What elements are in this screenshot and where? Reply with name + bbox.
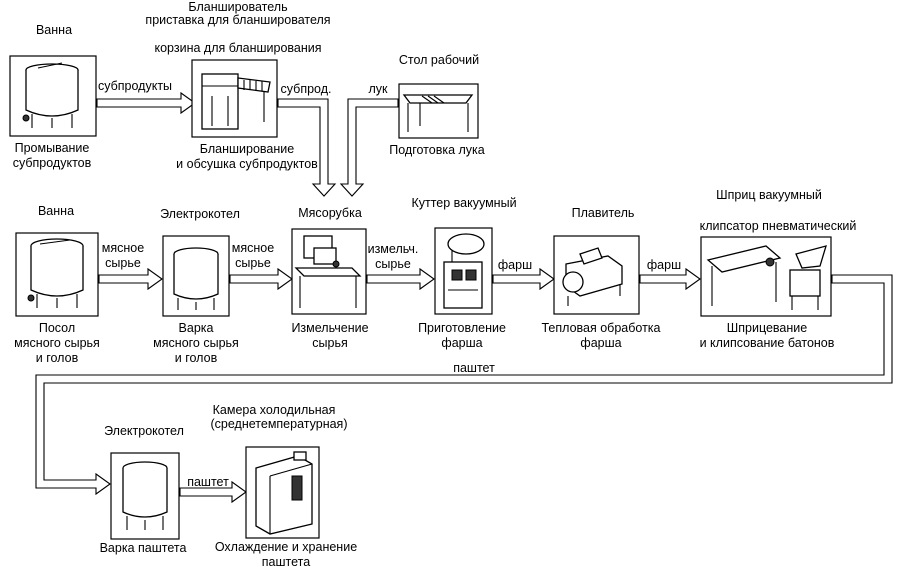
process-text: мясного сырья xyxy=(14,336,100,350)
process-onion-prep: Подготовка лука xyxy=(389,143,485,158)
meat-grinder-icon xyxy=(294,235,362,308)
vacuum-stuffer-icon xyxy=(706,245,827,310)
flow-label-luk: лук xyxy=(368,82,388,96)
arrow-myasnoe-2 xyxy=(229,267,293,291)
process-text: Варка xyxy=(178,321,214,335)
cutter-node xyxy=(434,227,493,315)
kettle-icon xyxy=(122,461,168,530)
flow-label-myasnoe-2: мясное сырье xyxy=(232,241,274,271)
process-text: и голов xyxy=(174,351,218,365)
process-text: фарша xyxy=(441,336,483,350)
work-table-node xyxy=(398,83,479,139)
label-bath-washing: Ванна xyxy=(35,23,73,37)
label-stuffer: Шприц вакуумный xyxy=(716,188,822,202)
flow-text: мясное xyxy=(231,241,275,255)
label-cold-chamber-type: (среднетемпературная) xyxy=(210,417,348,431)
flow-text: сырье xyxy=(105,256,141,270)
arrow-subprod xyxy=(277,98,337,197)
process-text: Варка паштета xyxy=(99,541,187,555)
process-text: фарша xyxy=(580,336,622,350)
process-text: Посол xyxy=(38,321,76,335)
process-heat-treatment: Тепловая обработка фарша xyxy=(541,321,660,351)
process-text: Приготовление xyxy=(418,321,506,335)
process-stuffing: Шприцевание и клипсование батонов xyxy=(700,321,835,351)
bath-icon xyxy=(22,62,79,128)
stuffer-node xyxy=(700,236,832,317)
process-text: и клипсование батонов xyxy=(699,336,835,350)
process-text: Бланширование xyxy=(199,142,295,156)
melter-icon xyxy=(562,247,623,306)
label-work-table: Стол рабочий xyxy=(398,53,480,67)
label-cutter: Куттер вакуумный xyxy=(411,196,517,210)
flow-label-farsh-2: фарш xyxy=(646,258,682,272)
label-meat-grinder: Мясорубка xyxy=(298,206,362,220)
arrow-luk xyxy=(339,98,399,197)
process-boiling: Варка мясного сырья и голов xyxy=(153,321,239,366)
process-blanching: Бланширование и обсушка субпродуктов xyxy=(176,142,318,172)
melter-node xyxy=(553,235,640,315)
process-washing: Промывание субпродуктов xyxy=(13,141,92,171)
meat-grinder-node xyxy=(291,228,367,315)
flow-label-pashtet-short: паштет xyxy=(187,475,229,489)
flow-text: мясное xyxy=(101,241,145,255)
process-text: и обсушка субпродуктов xyxy=(176,157,318,171)
flow-text: сырье xyxy=(235,256,271,270)
label-melter: Плавитель xyxy=(571,206,635,220)
arrow-pashtet-return xyxy=(35,274,893,496)
process-text: Подготовка лука xyxy=(389,143,485,157)
process-salting: Посол мясного сырья и голов xyxy=(14,321,100,366)
process-text: паштета xyxy=(261,555,311,567)
arrow-myasnoe-1 xyxy=(98,267,163,291)
arrow-pashtet-short xyxy=(179,480,247,504)
bath-salting-node xyxy=(15,232,99,317)
process-grinding: Измельчение сырья xyxy=(291,321,368,351)
process-text: и голов xyxy=(35,351,79,365)
process-mince-prep: Приготовление фарша xyxy=(418,321,506,351)
label-blancher-attachment: приставка для бланширователя xyxy=(145,13,331,27)
arrow-farsh-1 xyxy=(492,267,555,291)
arrow-farsh-2 xyxy=(639,267,701,291)
flow-label-izmelch: измельч. сырье xyxy=(368,242,419,272)
process-text: Промывание xyxy=(14,141,90,155)
kettle-icon xyxy=(173,247,219,310)
flow-text: сырье xyxy=(375,257,411,271)
process-text: сырья xyxy=(312,336,348,350)
process-text: Тепловая обработка xyxy=(541,321,661,335)
process-cooling-storage: Охлаждение и хранение паштета xyxy=(215,540,357,567)
arrow-izmelch xyxy=(366,267,435,291)
refrigerator-icon xyxy=(255,451,313,535)
blancher-icon xyxy=(201,73,271,130)
kettle-1-node xyxy=(162,235,230,317)
label-clipper: клипсатор пневматический xyxy=(699,219,857,233)
label-kettle-2: Электрокотел xyxy=(104,424,184,438)
flow-label-subprod: субпрод. xyxy=(280,82,332,96)
arrow-subprodukty xyxy=(96,91,196,115)
blancher-node xyxy=(191,59,278,138)
process-text: Шприцевание xyxy=(726,321,808,335)
flow-label-pashtet-return: паштет xyxy=(453,361,495,375)
kettle-2-node xyxy=(110,452,180,540)
flow-label-myasnoe-1: мясное сырье xyxy=(102,241,144,271)
process-text: Измельчение xyxy=(291,321,369,335)
label-blancher: Бланширователь xyxy=(188,0,288,14)
cold-chamber-node xyxy=(245,446,320,539)
flow-label-farsh-1: фарш xyxy=(497,258,533,272)
vacuum-cutter-icon xyxy=(443,233,485,309)
bath-icon xyxy=(27,238,84,308)
bath-washing-node xyxy=(9,55,97,137)
label-bath-salting: Ванна xyxy=(37,204,75,218)
process-text: Охлаждение и хранение xyxy=(214,540,358,554)
process-pate-boiling: Варка паштета xyxy=(100,541,187,556)
label-kettle-1: Электрокотел xyxy=(160,207,240,221)
process-text: мясного сырья xyxy=(153,336,239,350)
label-blancher-basket: корзина для бланширования xyxy=(154,41,322,55)
work-table-icon xyxy=(402,94,474,132)
process-text: субпродуктов xyxy=(12,156,92,170)
flow-label-subprodukty: субпродукты xyxy=(97,79,173,93)
label-cold-chamber: Камера холодильная xyxy=(212,403,336,417)
flow-text: измельч. xyxy=(367,242,419,256)
